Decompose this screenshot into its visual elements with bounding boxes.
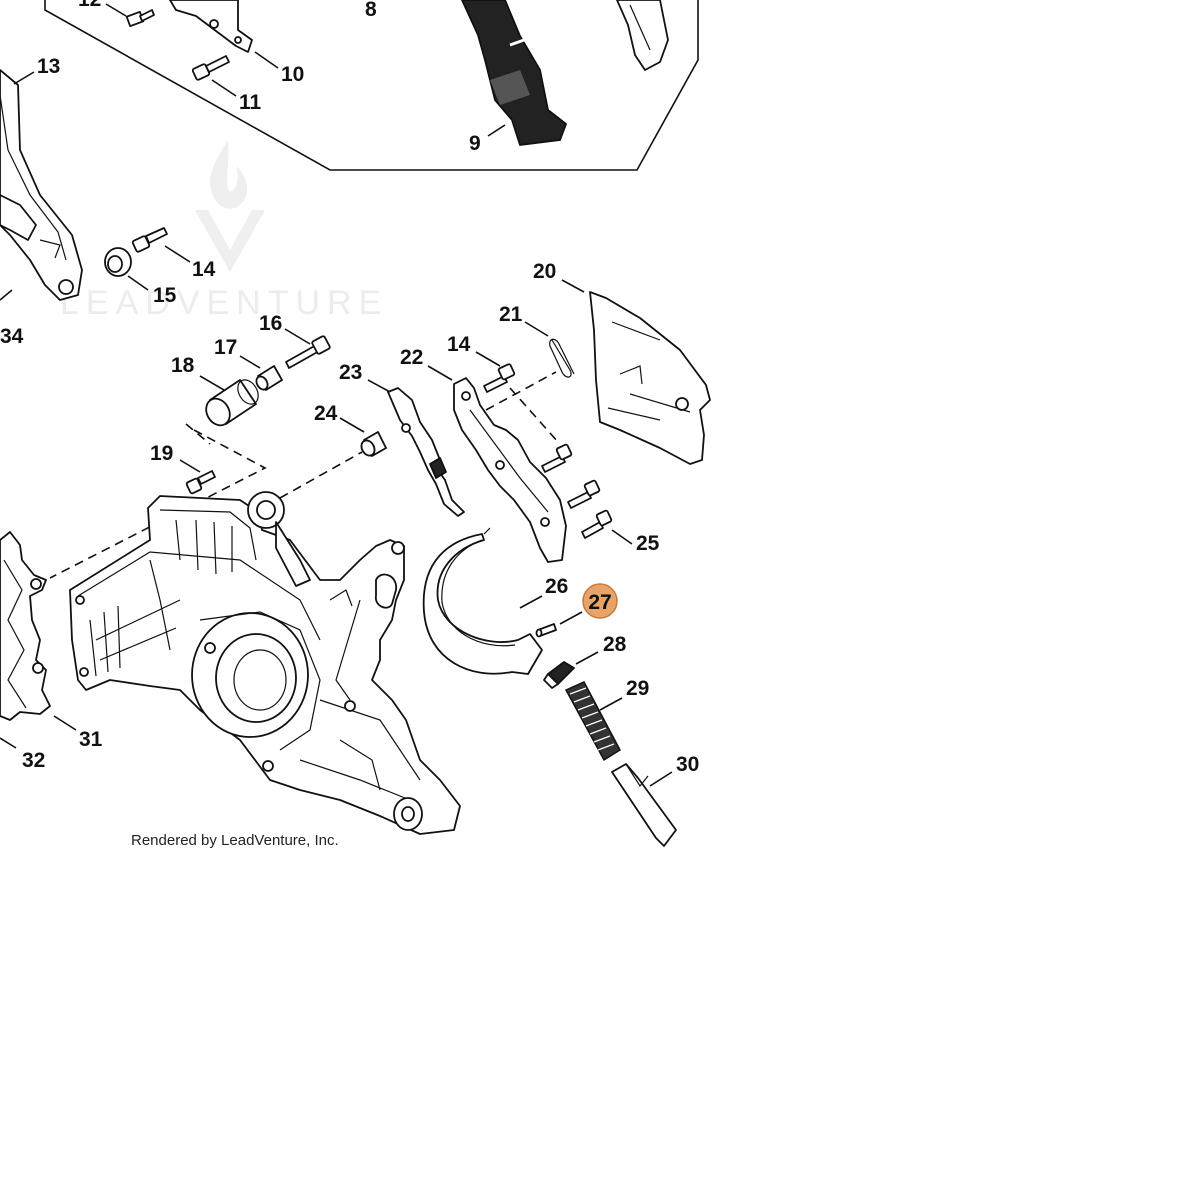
part-19-screw bbox=[185, 470, 216, 495]
callout-30: 30 bbox=[676, 753, 699, 776]
part-24-ring bbox=[360, 431, 387, 457]
part-25-screws bbox=[541, 443, 613, 539]
leader-15 bbox=[127, 275, 149, 291]
part-26-brake-band bbox=[422, 527, 543, 675]
watermark-text: LEADVENTURE bbox=[60, 284, 388, 322]
callout-26: 26 bbox=[545, 575, 568, 598]
callout-23: 23 bbox=[339, 361, 362, 384]
leader-20 bbox=[561, 279, 585, 293]
crankcase-assembly bbox=[69, 491, 461, 835]
leader-16 bbox=[284, 328, 311, 345]
part-16-screw bbox=[285, 335, 331, 369]
part-12-screw bbox=[125, 9, 155, 27]
leader-9 bbox=[487, 124, 506, 137]
callout-10: 10 bbox=[281, 63, 304, 86]
leader-22 bbox=[427, 365, 453, 381]
leader-13 bbox=[13, 71, 35, 85]
callout-20: 20 bbox=[533, 260, 556, 283]
callout-9: 9 bbox=[469, 132, 481, 155]
part-18-cylinder bbox=[205, 379, 259, 427]
part-11-screw bbox=[191, 55, 230, 81]
part-21-clip bbox=[549, 338, 575, 378]
part-9-lever bbox=[461, 0, 567, 146]
part-14-screw-b bbox=[483, 363, 516, 393]
assembly-line-25 bbox=[509, 387, 559, 443]
part-22-plate bbox=[453, 377, 567, 563]
leader-21 bbox=[524, 321, 549, 337]
callout-34: 34 bbox=[0, 325, 24, 348]
part-10-bracket bbox=[169, 0, 253, 53]
leader-12 bbox=[105, 3, 127, 17]
leader-11 bbox=[211, 79, 237, 97]
assembly-line-14b bbox=[485, 371, 557, 411]
leader-19 bbox=[179, 459, 201, 473]
leader-10 bbox=[254, 51, 279, 69]
leader-30 bbox=[649, 771, 673, 787]
callout-27: 27 bbox=[588, 591, 611, 614]
part-29-spring bbox=[564, 681, 621, 762]
part-13-hand-guard bbox=[0, 69, 83, 301]
leader-31 bbox=[53, 715, 77, 731]
assembly-line-main bbox=[49, 429, 267, 579]
callout-14a: 14 bbox=[192, 258, 216, 281]
callout-17: 17 bbox=[214, 336, 237, 359]
leader-28 bbox=[575, 651, 599, 665]
callout-13: 13 bbox=[37, 55, 60, 78]
leader-17 bbox=[239, 355, 261, 369]
callout-15: 15 bbox=[153, 284, 177, 307]
callout-28: 28 bbox=[603, 633, 627, 656]
callout-29: 29 bbox=[626, 677, 649, 700]
callout-31: 31 bbox=[79, 728, 103, 751]
part-27-pin bbox=[535, 623, 557, 638]
leader-25 bbox=[611, 529, 633, 545]
part-30-sleeve bbox=[611, 763, 677, 847]
leader-23 bbox=[367, 379, 391, 393]
leader-29 bbox=[599, 697, 623, 711]
callout-21: 21 bbox=[499, 303, 523, 326]
callout-12: 12 bbox=[78, 0, 101, 11]
leader-24 bbox=[339, 417, 365, 433]
callout-25: 25 bbox=[636, 532, 660, 555]
callout-22: 22 bbox=[400, 346, 423, 369]
callout-19: 19 bbox=[150, 442, 173, 465]
highlight-circle bbox=[582, 583, 618, 619]
leader-26 bbox=[519, 595, 543, 609]
callout-32: 32 bbox=[22, 749, 45, 772]
leader-14b bbox=[475, 351, 501, 367]
leader-18 bbox=[199, 375, 225, 391]
callout-14b: 14 bbox=[447, 333, 471, 356]
part-28-wedge bbox=[543, 661, 575, 689]
leader-34 bbox=[0, 289, 13, 301]
leader-32 bbox=[0, 737, 17, 749]
part-14-screw-a bbox=[131, 227, 168, 253]
assembly-line-24 bbox=[279, 451, 363, 499]
part-15-bushing bbox=[104, 247, 132, 277]
part-23-link bbox=[387, 387, 465, 517]
callout-27-highlight[interactable]: 27 bbox=[582, 583, 618, 619]
part-20-cover-plate bbox=[589, 291, 711, 465]
callout-8: 8 bbox=[365, 0, 377, 21]
render-credit: Rendered by LeadVenture, Inc. bbox=[131, 832, 339, 849]
callout-11: 11 bbox=[239, 91, 262, 114]
assembly-line-18 bbox=[185, 423, 211, 445]
callout-18: 18 bbox=[171, 354, 195, 377]
part-31-bumper-spike bbox=[0, 531, 51, 721]
watermark-logo bbox=[195, 140, 265, 272]
part-17-sleeve bbox=[255, 365, 283, 391]
part-8-handle bbox=[616, 0, 669, 71]
callout-16: 16 bbox=[259, 312, 282, 335]
leader-27 bbox=[559, 611, 583, 625]
inset-panel-outline bbox=[44, 0, 699, 171]
callout-24: 24 bbox=[314, 402, 338, 425]
leader-14a bbox=[164, 245, 191, 263]
